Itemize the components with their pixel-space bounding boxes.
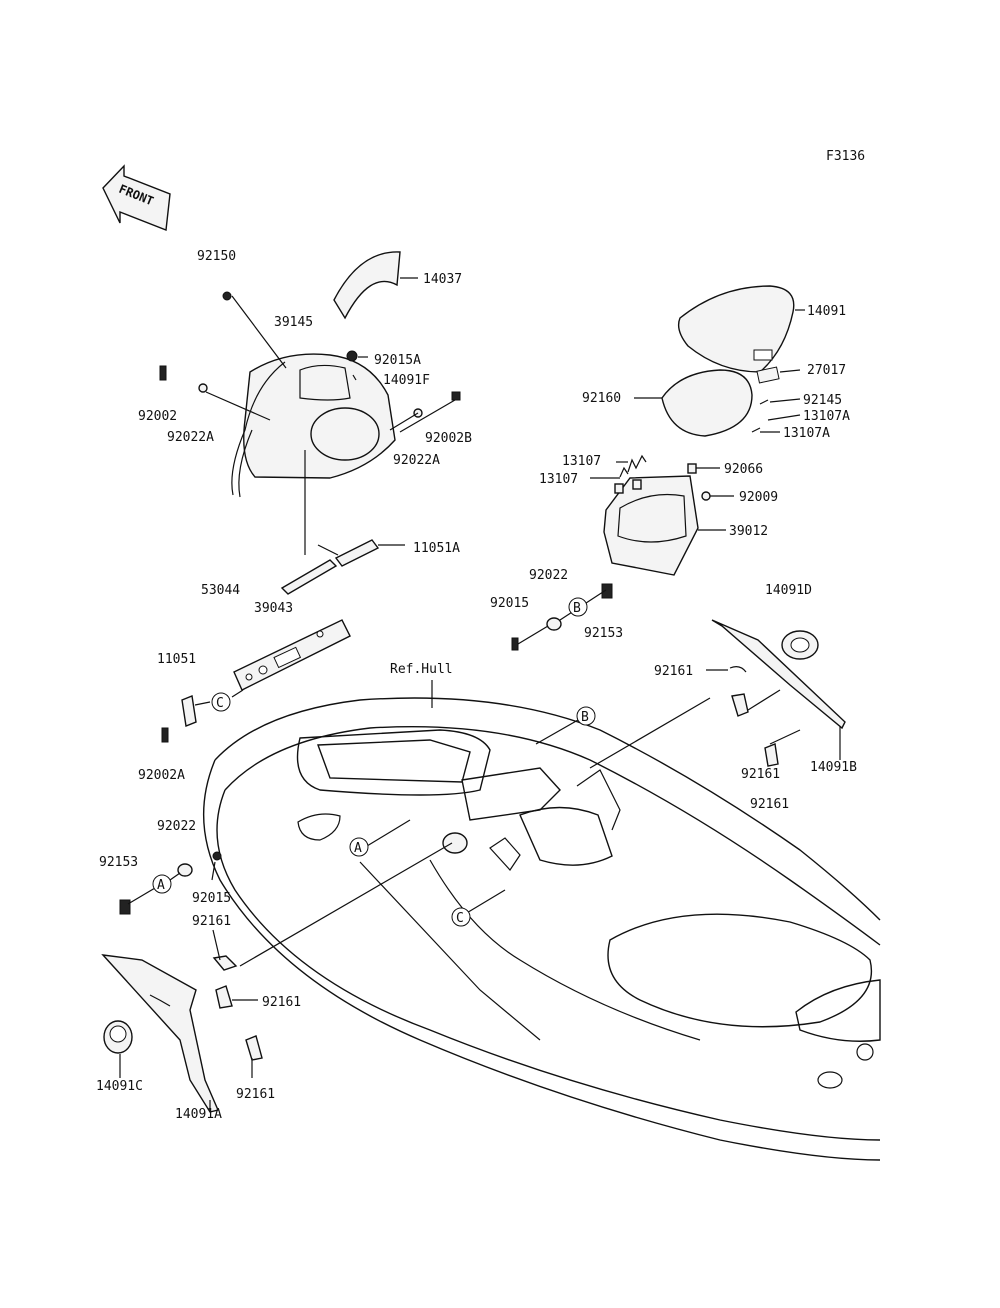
part-label: 14091A	[175, 1107, 222, 1122]
part-label: 14091F	[383, 373, 430, 388]
callout-a-hull: A	[349, 837, 369, 857]
callout-b-top: B	[568, 597, 588, 617]
part-label: 92015	[192, 891, 231, 906]
callout-b-hull: B	[576, 706, 596, 726]
part-label: 92022A	[167, 430, 214, 445]
part-label: 92161	[741, 767, 780, 782]
part-label: 11051A	[413, 541, 460, 556]
part-label: 92022A	[393, 453, 440, 468]
plate-39043	[161, 619, 351, 743]
bracket-parts	[280, 539, 405, 595]
svg-text:C: C	[216, 696, 224, 711]
part-label: 92161	[236, 1087, 275, 1102]
part-label: 92002	[138, 409, 177, 424]
rear-deck-right	[589, 619, 846, 769]
part-label: 92145	[803, 393, 842, 408]
part-label: 92009	[739, 490, 778, 505]
part-label: 92015	[490, 596, 529, 611]
part-label: 92002B	[425, 431, 472, 446]
part-label: 14037	[423, 272, 462, 287]
part-label: 14091C	[96, 1079, 143, 1094]
part-label: 92015A	[374, 353, 421, 368]
handlebar-cover-assembly	[159, 251, 461, 555]
part-label: 92002A	[138, 768, 185, 783]
part-label: 14091D	[765, 583, 812, 598]
part-label: 92150	[197, 249, 236, 264]
part-label: 92153	[99, 855, 138, 870]
part-label: 92022	[157, 819, 196, 834]
callout-a-left: A	[152, 874, 172, 894]
part-label: 14091	[807, 304, 846, 319]
part-label: 92161	[750, 797, 789, 812]
part-label: 92161	[654, 664, 693, 679]
part-label: 39145	[274, 315, 313, 330]
storage-hatch-assembly	[590, 285, 805, 576]
part-label: 27017	[807, 363, 846, 378]
part-label: 11051	[157, 652, 196, 667]
callout-c-plate: C	[211, 692, 231, 712]
fasteners-b	[511, 583, 613, 651]
svg-text:A: A	[354, 841, 362, 856]
ref-hull-label: Ref.Hull	[390, 662, 453, 677]
svg-text:A: A	[157, 878, 165, 893]
part-label: 92161	[262, 995, 301, 1010]
part-label: 92022	[529, 568, 568, 583]
part-label: 13107	[539, 472, 578, 487]
part-label: 92161	[192, 914, 231, 929]
hull-outline	[203, 680, 881, 1161]
part-label: 92066	[724, 462, 763, 477]
part-label: 14091B	[810, 760, 857, 775]
svg-text:B: B	[573, 601, 581, 616]
part-label: 92160	[582, 391, 621, 406]
front-arrow-icon: FRONT	[102, 164, 171, 231]
part-label: 13107A	[783, 426, 830, 441]
figure-code: F3136	[826, 149, 865, 164]
callout-c-hull: C	[451, 907, 471, 927]
svg-text:B: B	[581, 710, 589, 725]
part-label: 39012	[729, 524, 768, 539]
part-label: 53044	[201, 583, 240, 598]
rear-deck-left	[101, 851, 263, 1113]
part-label: 13107	[562, 454, 601, 469]
svg-text:C: C	[456, 911, 464, 926]
part-label: 39043	[254, 601, 293, 616]
part-label: 92153	[584, 626, 623, 641]
part-label: 13107A	[803, 409, 850, 424]
